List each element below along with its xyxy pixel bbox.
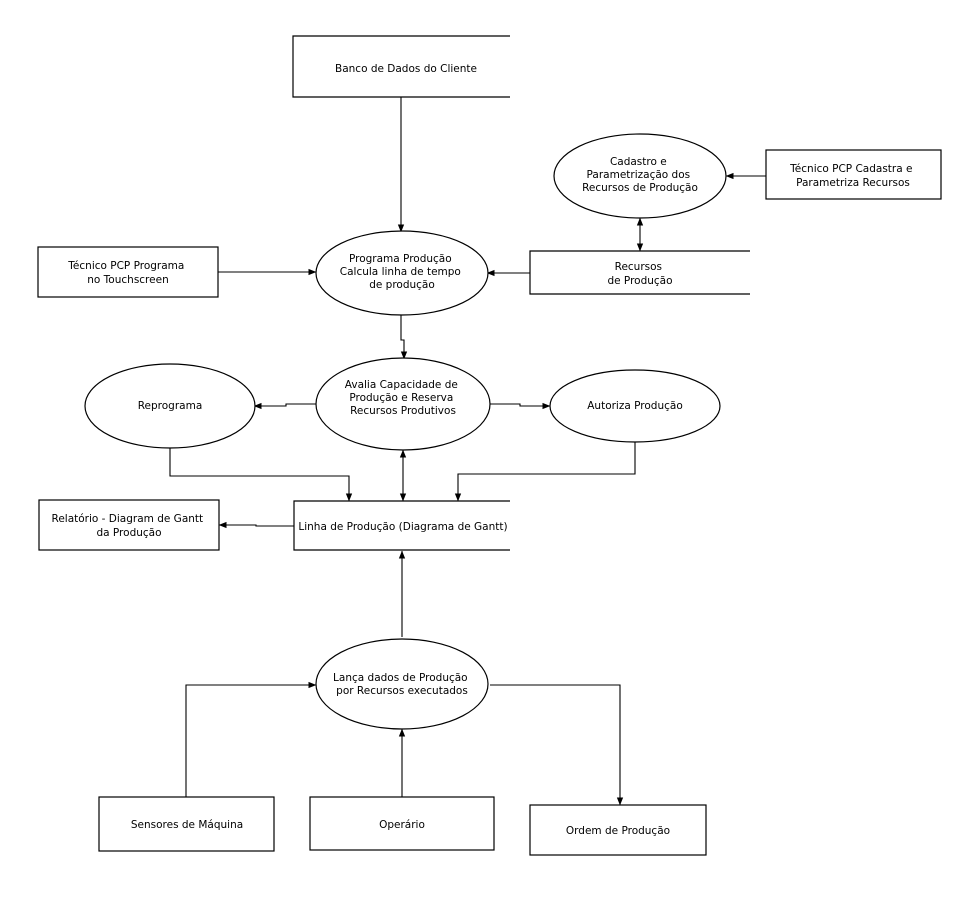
- node-text: Reprograma: [138, 400, 203, 412]
- svg-text:Sensores de Máquina: Sensores de Máquina: [131, 819, 243, 831]
- svg-text:Reprograma: Reprograma: [138, 400, 203, 412]
- node-text: de Produção: [607, 275, 672, 287]
- node-text: Parametriza Recursos: [796, 177, 910, 189]
- svg-text:Técnico PCP Programa no: Técnico PCP Programa no Touchscreen: [67, 260, 187, 286]
- node-text: Ordem de Produção: [566, 825, 670, 837]
- node-text: Recursos de Produção: [582, 182, 698, 194]
- edge-avalia-to-autoriza: [490, 402, 551, 410]
- node-banco-dados: Banco de Dados do Cliente: [292, 35, 510, 98]
- svg-text:Ordem de Produção: Ordem de Produção: [566, 825, 670, 837]
- node-text: Produção e Reserva: [349, 392, 453, 404]
- edge-lanca-to-ordem: [490, 684, 624, 806]
- edge-autoriza-to-linha: [454, 442, 636, 502]
- node-text: Lança dados de Produção: [333, 672, 468, 684]
- edge-sensores-to-lanca: [185, 681, 317, 797]
- edge-avalia-to-reprograma: [253, 402, 316, 410]
- node-text: Avalia Capacidade de: [345, 379, 458, 391]
- svg-text:Programa Produção Calcul: Programa Produção Calcula linha de tempo…: [340, 253, 464, 291]
- node-lanca-dados: Lança dados de Produção por Recursos exe…: [315, 638, 489, 730]
- edges: [169, 97, 766, 806]
- node-text: Banco de Dados do Cliente: [335, 63, 477, 75]
- svg-text:Recursos de Produção: Recursos de Produção: [607, 261, 672, 287]
- node-text: no Touchscreen: [87, 274, 168, 286]
- svg-text:Técnico PCP Cadastra e: Técnico PCP Cadastra e Parametriza Recur…: [789, 163, 916, 189]
- node-recursos-producao: Recursos de Produção: [529, 250, 750, 295]
- edge-programa-to-avalia: [400, 315, 408, 360]
- node-text: Recursos: [615, 261, 662, 273]
- node-text: Sensores de Máquina: [131, 819, 243, 831]
- node-text: Relatório - Diagram de Gantt: [52, 513, 204, 525]
- node-ordem-producao: Ordem de Produção: [529, 804, 707, 856]
- node-text: por Recursos executados: [336, 685, 468, 697]
- node-text: da Produção: [96, 527, 161, 539]
- edge-reprograma-to-linha: [169, 448, 353, 502]
- svg-text:Operário: Operário: [379, 819, 425, 831]
- node-text: Programa Produção: [349, 253, 452, 265]
- node-relatorio-gantt: Relatório - Diagram de Gantt da Produção: [38, 499, 220, 551]
- node-sensores-maquina: Sensores de Máquina: [98, 796, 275, 852]
- node-text: Autoriza Produção: [587, 400, 683, 412]
- node-text: Linha de Produção (Diagrama de Gantt): [298, 521, 507, 533]
- node-linha-producao: Linha de Produção (Diagrama de Gantt): [293, 500, 510, 551]
- node-text: Parametrização dos: [587, 169, 691, 181]
- edge-linha-to-relatorio: [218, 521, 294, 529]
- node-text: Calcula linha de tempo: [340, 266, 461, 278]
- node-tecnico-cadastra: Técnico PCP Cadastra e Parametriza Recur…: [765, 149, 942, 200]
- node-reprograma: Reprograma: [84, 363, 256, 449]
- node-cadastro-parametrizacao: Cadastro e Parametrização dos Recursos d…: [553, 133, 727, 219]
- node-text: Técnico PCP Cadastra e: [789, 163, 912, 175]
- node-text: Recursos Produtivos: [350, 405, 456, 417]
- node-text: Cadastro e: [610, 156, 667, 168]
- svg-text:Avalia Capacidade de Pro: Avalia Capacidade de Produção e Reserva …: [345, 379, 461, 417]
- svg-text:Autoriza Produção: Autoriza Produção: [587, 400, 683, 412]
- node-text: Operário: [379, 819, 425, 831]
- svg-text:Cadastro e Parametrizaçã: Cadastro e Parametrização dos Recursos d…: [582, 156, 698, 194]
- node-avalia-capacidade: Avalia Capacidade de Produção e Reserva …: [315, 357, 491, 451]
- node-text: de produção: [369, 279, 435, 291]
- node-autoriza-producao: Autoriza Produção: [549, 369, 721, 443]
- node-text: Técnico PCP Programa: [67, 260, 184, 272]
- svg-text:Linha de Produção (Diagrama de: Linha de Produção (Diagrama de Gantt): [298, 521, 507, 533]
- node-programa-producao: Programa Produção Calcula linha de tempo…: [315, 230, 489, 316]
- svg-text:Relatório - Diagram de Gantt: Relatório - Diagram de Gantt da Produção: [52, 513, 207, 539]
- node-operario: Operário: [309, 796, 495, 851]
- svg-text:Banco de Dados do Cliente: Banco de Dados do Cliente: [335, 63, 477, 75]
- node-tecnico-programa: Técnico PCP Programa no Touchscreen: [37, 246, 219, 298]
- svg-text:Lança dados de Produção: Lança dados de Produção por Recursos exe…: [333, 672, 471, 697]
